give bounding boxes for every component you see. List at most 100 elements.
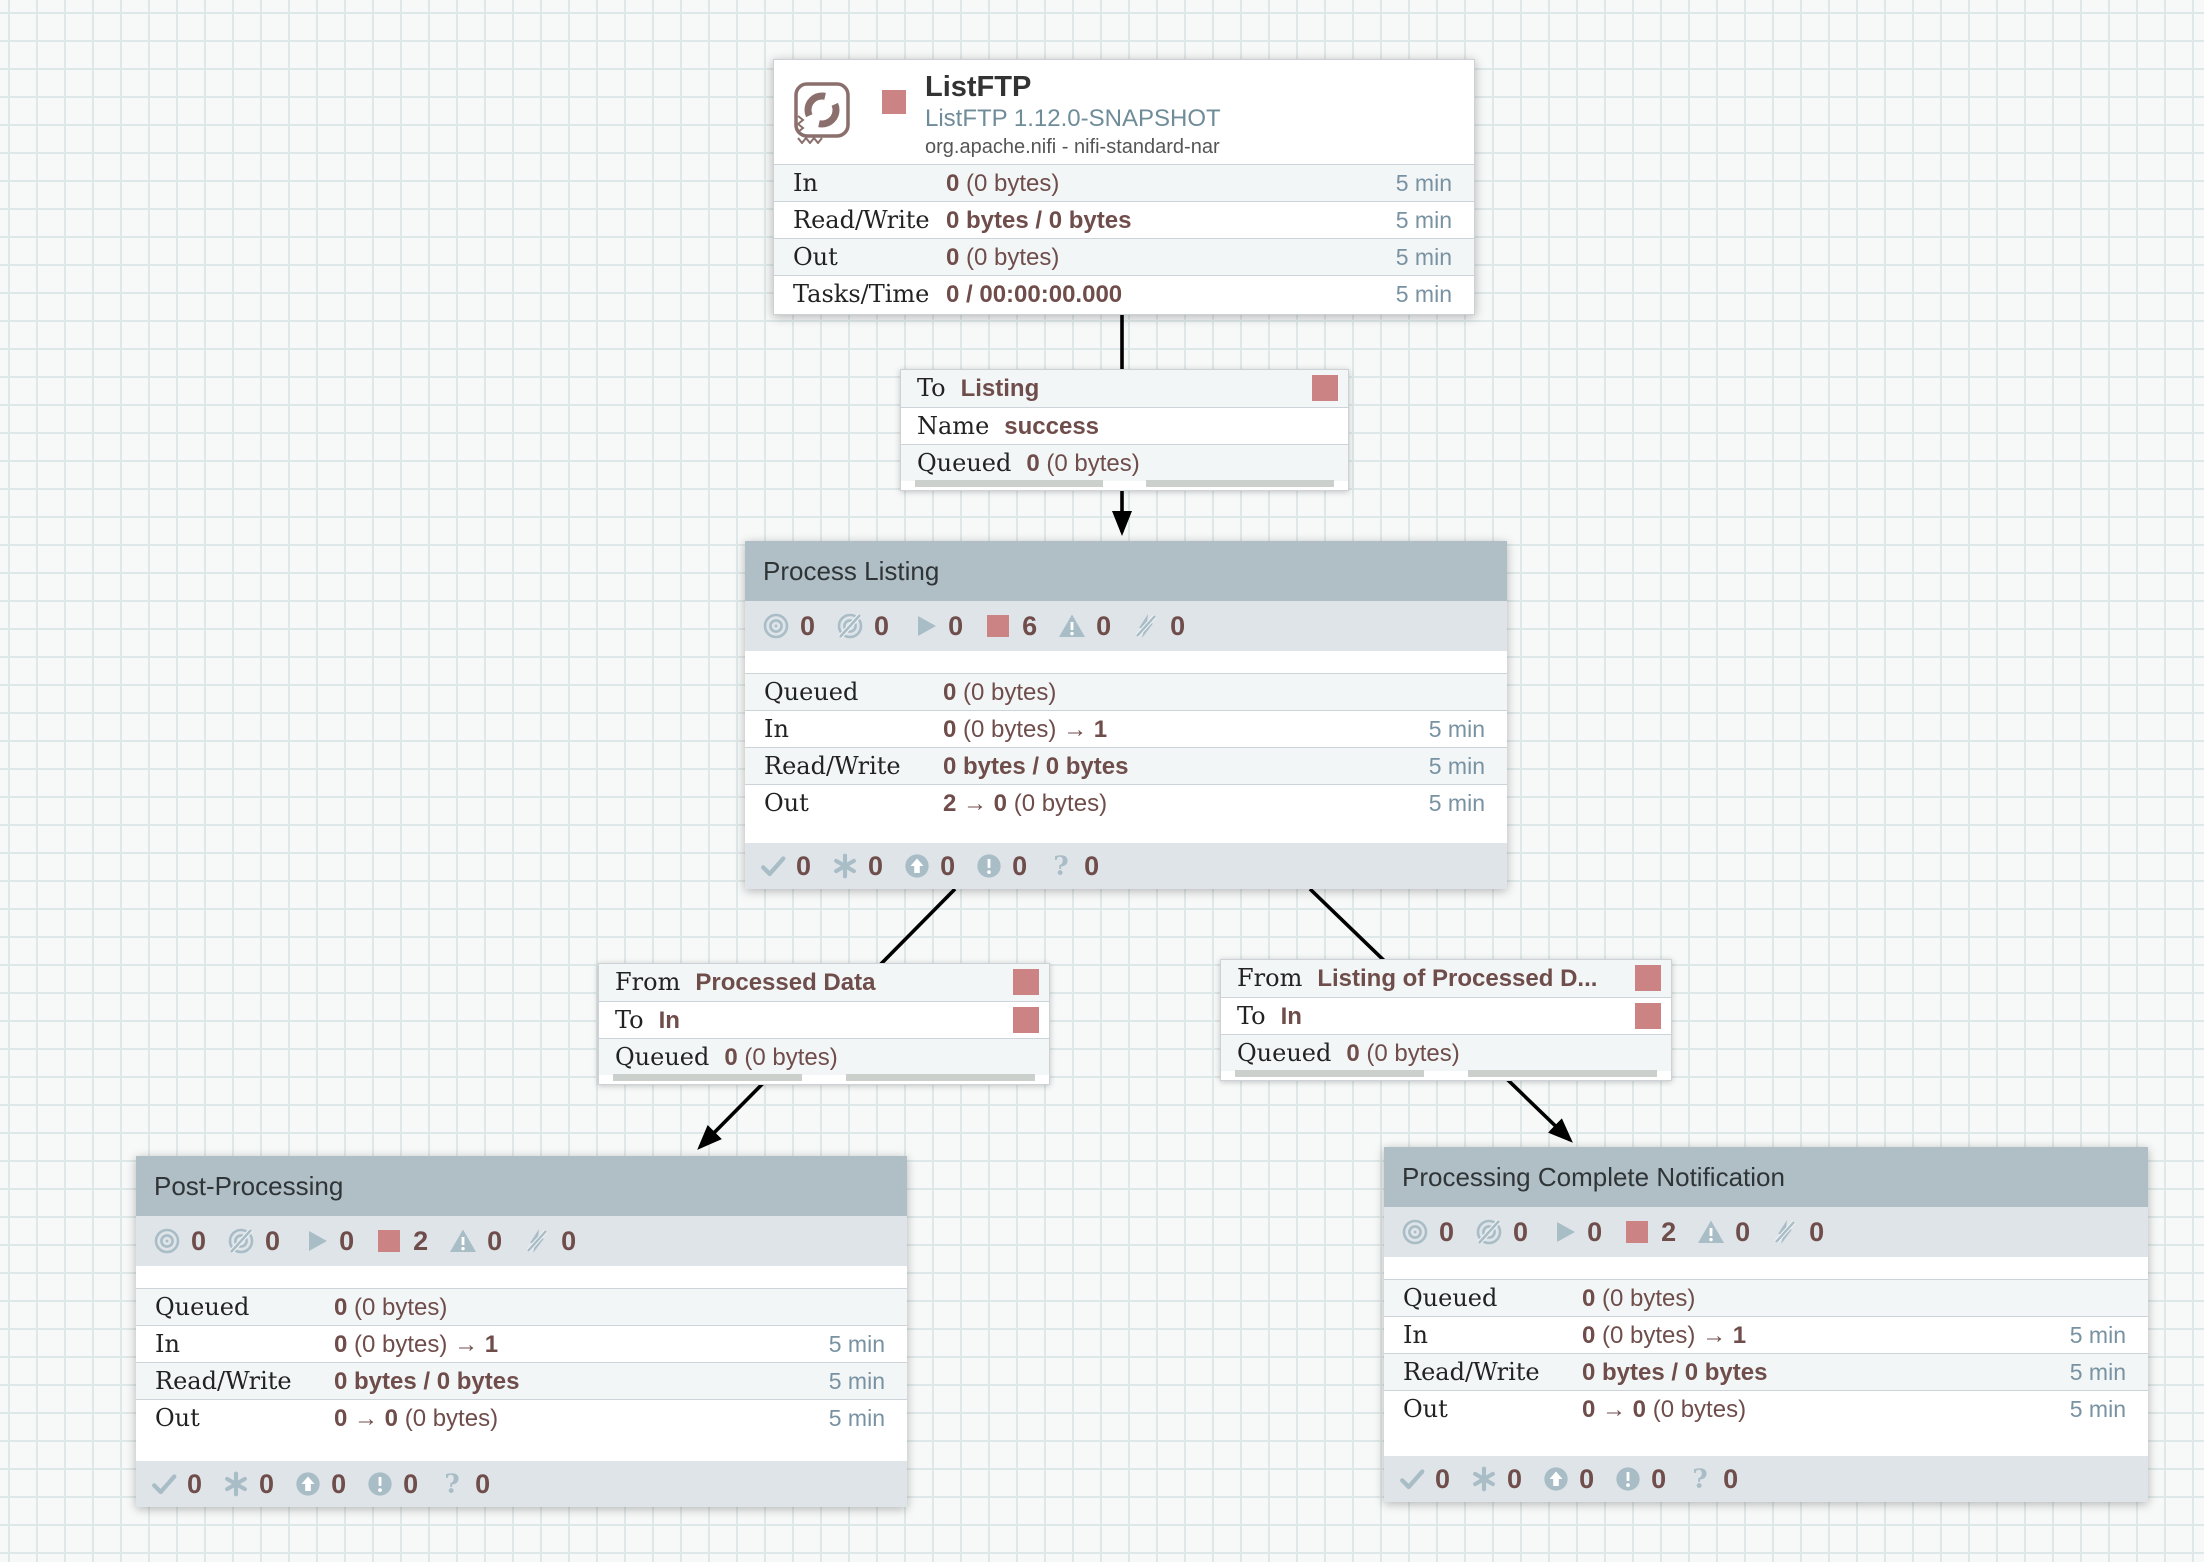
status-count-value: 2 <box>413 1225 429 1256</box>
row-timeframe: 5 min <box>828 1368 885 1394</box>
row-timeframe: 5 min <box>2069 1396 2126 1422</box>
svg-text:?: ? <box>1053 852 1068 880</box>
processor-bundle: org.apache.nifi - nifi-standard-nar <box>925 136 1220 158</box>
status-count: 0 <box>1400 1217 1454 1248</box>
row-value: 0 bytes / 0 bytes <box>946 207 1132 234</box>
row-value: 0 bytes / 0 bytes <box>1582 1359 1768 1386</box>
row-value: 0 (0 bytes) → 1 <box>334 1331 499 1358</box>
row-value: 0 (0 bytes) → 1 <box>1582 1322 1747 1349</box>
status-count: 0 <box>759 851 811 882</box>
row-label: Read/Write <box>793 206 930 234</box>
invalid-icon <box>1057 611 1087 641</box>
row-label: Queued <box>917 449 1012 477</box>
row-timeframe: 5 min <box>1395 170 1452 196</box>
process-group-title: Processing Complete Notification <box>1402 1161 1785 1192</box>
stats-row: Read/Write 0 bytes / 0 bytes 5 min <box>774 201 1474 238</box>
status-count: 0 <box>1548 1217 1602 1248</box>
row-label: Queued <box>155 1293 250 1321</box>
stopped-icon <box>1622 1217 1652 1247</box>
status-count-value: 0 <box>187 1468 203 1499</box>
row-label: To <box>1237 1002 1266 1030</box>
transmitting-icon <box>1400 1217 1430 1247</box>
row-value: 0 (0 bytes) <box>946 170 1060 197</box>
up-to-date-icon <box>759 852 787 880</box>
status-count: 2 <box>1622 1217 1676 1248</box>
locally-modified-stale-icon <box>366 1470 394 1498</box>
status-count-value: 0 <box>403 1468 419 1499</box>
status-count-value: 0 <box>191 1225 207 1256</box>
process-group-header[interactable]: Processing Complete Notification <box>1384 1147 2148 1207</box>
row-label: In <box>793 169 818 197</box>
process-group-title: Process Listing <box>763 555 940 586</box>
status-count: 0 <box>975 851 1027 882</box>
stale-icon <box>1542 1465 1570 1493</box>
row-value: 0 (0 bytes) <box>943 679 1057 706</box>
status-count-value: 0 <box>1170 610 1186 641</box>
status-count-value: 0 <box>1012 850 1028 881</box>
status-count-value: 0 <box>1587 1216 1603 1247</box>
status-count: 0 <box>152 1226 206 1257</box>
status-count-value: 0 <box>259 1468 275 1499</box>
transmitting-icon <box>152 1226 182 1256</box>
stats-row: In 0 (0 bytes) 5 min <box>774 164 1474 201</box>
status-count-value: 0 <box>1809 1216 1825 1247</box>
status-count: 0 <box>294 1469 346 1500</box>
locally-modified-icon <box>1470 1465 1498 1493</box>
locally-modified-stale-icon <box>1614 1465 1642 1493</box>
status-count: 0 <box>150 1469 202 1500</box>
not-transmitting-icon <box>1474 1217 1504 1247</box>
status-count-value: 0 <box>1096 610 1112 641</box>
sync-failure-icon: ? <box>1686 1465 1714 1493</box>
row-timeframe: 5 min <box>1428 716 1485 742</box>
queue-size-bar <box>846 1074 1035 1081</box>
row-timeframe: 5 min <box>1395 207 1452 233</box>
status-count: 0 <box>1614 1464 1666 1495</box>
row-label: Out <box>1403 1395 1448 1423</box>
status-count-value: 0 <box>868 850 884 881</box>
locally-modified-icon <box>831 852 859 880</box>
status-count-value: 0 <box>1735 1216 1751 1247</box>
status-count-value: 0 <box>800 610 816 641</box>
row-value: 0 / 00:00:00.000 <box>946 281 1123 308</box>
row-value: 0 bytes / 0 bytes <box>943 753 1129 780</box>
row-label: To <box>615 1006 644 1034</box>
row-timeframe: 5 min <box>1395 281 1452 307</box>
not-transmitting-icon <box>835 611 865 641</box>
process-group-header[interactable]: Post-Processing <box>136 1156 907 1216</box>
processor-listftp[interactable]: ListFTP ListFTP 1.12.0-SNAPSHOT org.apac… <box>773 59 1475 315</box>
status-count-value: 0 <box>940 850 956 881</box>
running-icon <box>909 611 939 641</box>
status-count: 0 <box>522 1226 576 1257</box>
row-value: 0 (0 bytes) <box>724 1044 838 1071</box>
disabled-icon <box>1131 611 1161 641</box>
row-value: 0 (0 bytes) <box>1582 1285 1696 1312</box>
status-count: 0 <box>1131 611 1185 642</box>
process-group-header[interactable]: Process Listing <box>745 541 1507 601</box>
status-count-value: 0 <box>796 850 812 881</box>
row-timeframe: 5 min <box>2069 1359 2126 1385</box>
status-count-value: 0 <box>265 1225 281 1256</box>
stale-icon <box>903 852 931 880</box>
